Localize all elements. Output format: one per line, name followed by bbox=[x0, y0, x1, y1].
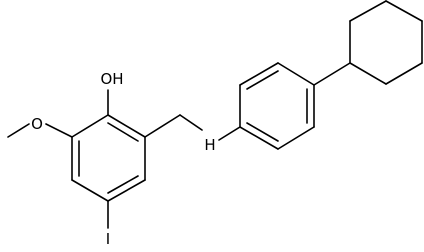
phenol-substituents bbox=[7, 89, 241, 229]
bond bbox=[45, 123, 73, 138]
bond bbox=[385, 62, 423, 85]
bond bbox=[277, 126, 315, 150]
bond bbox=[71, 114, 109, 138]
bond bbox=[107, 114, 146, 138]
bond bbox=[239, 126, 279, 150]
amine-hydrogen-label: H bbox=[204, 136, 215, 154]
phenol-ring bbox=[71, 114, 146, 202]
bond bbox=[277, 62, 315, 86]
bond bbox=[349, 62, 387, 85]
bond bbox=[107, 179, 146, 202]
aromatic-bond bbox=[107, 122, 139, 142]
bond bbox=[179, 114, 203, 131]
iodine-label: I bbox=[106, 230, 110, 248]
bond bbox=[7, 123, 30, 138]
hydroxyl-label: OH bbox=[100, 70, 123, 88]
bond bbox=[71, 179, 109, 202]
aromatic-bond bbox=[246, 70, 279, 90]
aromatic-bond bbox=[107, 175, 139, 194]
cyclohexane-ring bbox=[349, 0, 423, 85]
aromatic-bond bbox=[246, 122, 279, 142]
bond bbox=[239, 62, 279, 86]
bond bbox=[313, 62, 351, 86]
bond bbox=[349, 0, 387, 22]
bond bbox=[144, 114, 181, 138]
methoxy-oxygen-label: O bbox=[31, 115, 43, 133]
aniline-ring bbox=[239, 62, 315, 150]
bond bbox=[218, 126, 241, 141]
bond bbox=[385, 0, 423, 22]
